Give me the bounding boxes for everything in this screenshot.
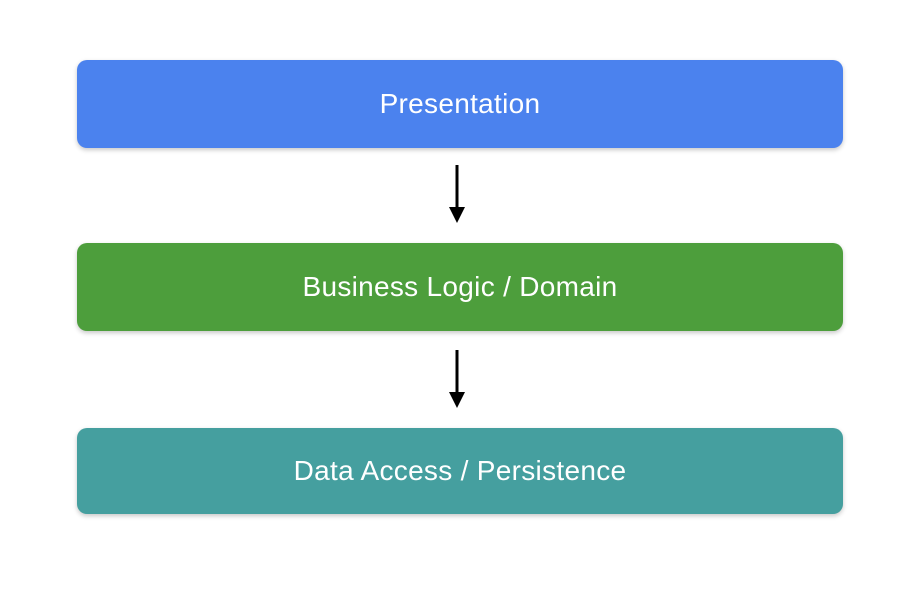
layer-label-business-logic: Business Logic / Domain [302, 271, 618, 302]
arrow-down-icon [449, 350, 465, 408]
layer-label-presentation: Presentation [379, 88, 541, 119]
layer-box-data-access: Data Access / Persistence [77, 428, 843, 514]
arrow-down-icon [449, 165, 465, 223]
layer-label-data-access: Data Access / Persistence [293, 455, 627, 486]
layer-box-presentation: Presentation [77, 60, 843, 148]
layer-box-business-logic: Business Logic / Domain [77, 243, 843, 331]
